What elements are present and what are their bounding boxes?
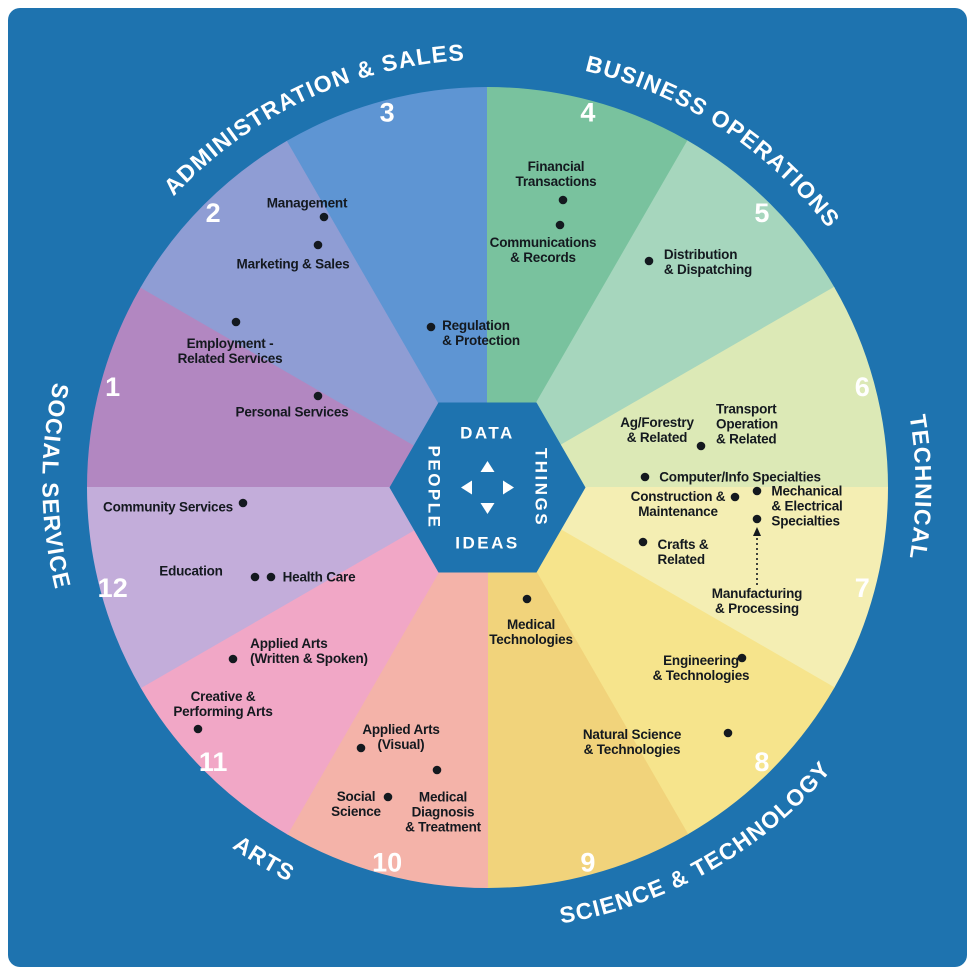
- sector-8-wedge: [486, 486, 835, 835]
- sector-2-number: 2: [206, 198, 221, 228]
- career-dot: [752, 514, 762, 524]
- sector-3-number: 3: [380, 98, 395, 128]
- label-technical: TECHNICAL: [905, 413, 936, 562]
- career-dot: [558, 195, 568, 205]
- axis-arrows-icon: [461, 461, 514, 514]
- dashed-pointer-arrowhead-icon: [753, 527, 761, 536]
- career-dot: [737, 653, 747, 663]
- sector-12-wedge: [86, 487, 490, 689]
- sector-1-number: 1: [105, 372, 120, 402]
- center-hexagon: [389, 402, 586, 573]
- hexagon-things-label: THINGS: [532, 448, 551, 527]
- sector-8-number: 8: [754, 747, 769, 777]
- sector-4-number: 4: [580, 98, 595, 128]
- sector-11-number: 11: [199, 747, 228, 777]
- career-dot: [638, 537, 648, 547]
- career-dot: [228, 654, 238, 664]
- career-dot: [383, 792, 393, 802]
- sector-7-wedge: [485, 487, 889, 689]
- sector-5-wedge: [486, 140, 835, 489]
- sector-wedges: [86, 86, 889, 889]
- career-dot: [723, 728, 733, 738]
- career-dot: [426, 322, 436, 332]
- hexagon-data-label: DATA: [460, 424, 515, 443]
- arrow-right-icon: [503, 480, 514, 495]
- career-dot: [752, 486, 762, 496]
- sector-2-wedge: [140, 140, 489, 489]
- career-dot: [313, 391, 323, 401]
- arrow-left-icon: [461, 480, 472, 495]
- label-arts: ARTS: [229, 830, 298, 886]
- arrow-up-icon: [480, 461, 495, 472]
- career-dot: [319, 212, 329, 222]
- svg-text:TECHNICAL: TECHNICAL: [905, 413, 937, 562]
- sector-3-wedge: [286, 86, 488, 490]
- career-dots-layer: [193, 195, 762, 802]
- career-dot: [250, 572, 260, 582]
- sector-9-number: 9: [580, 847, 595, 877]
- sector-7-number: 7: [855, 573, 870, 603]
- sector-6-number: 6: [855, 372, 870, 402]
- sector-6-wedge: [485, 286, 889, 488]
- label-social-service: SOCIAL SERVICE: [37, 381, 75, 592]
- sector-9-wedge: [487, 485, 689, 889]
- career-dot: [313, 240, 323, 250]
- sector-10-number: 10: [372, 847, 402, 877]
- sector-10-wedge: [286, 485, 488, 889]
- career-dot: [193, 724, 203, 734]
- arrow-down-icon: [480, 503, 495, 514]
- hexagon-people-label: PEOPLE: [425, 446, 444, 530]
- sector-11-wedge: [140, 486, 489, 835]
- career-dot: [356, 743, 366, 753]
- sector-1-wedge: [86, 286, 490, 488]
- career-dot: [640, 472, 650, 482]
- svg-text:SOCIAL SERVICE: SOCIAL SERVICE: [37, 381, 76, 592]
- hexagon-ideas-label: IDEAS: [455, 534, 519, 553]
- career-dot: [238, 498, 248, 508]
- sector-5-number: 5: [754, 198, 769, 228]
- sector-12-number: 12: [98, 573, 128, 603]
- career-dot: [522, 594, 532, 604]
- sector-4-wedge: [487, 86, 689, 490]
- career-dot: [432, 765, 442, 775]
- career-dot: [266, 572, 276, 582]
- career-dot: [644, 256, 654, 266]
- career-dot: [730, 492, 740, 502]
- career-dot: [231, 317, 241, 327]
- career-dot: [696, 441, 706, 451]
- career-dot: [555, 220, 565, 230]
- svg-text:ARTS: ARTS: [229, 830, 299, 886]
